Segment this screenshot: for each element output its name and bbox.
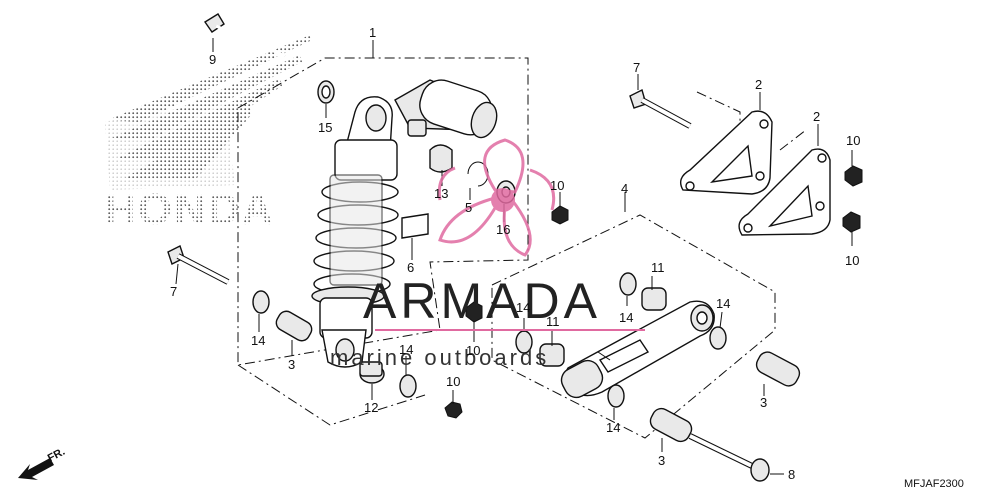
callout-16: 16 — [496, 222, 510, 237]
callout-11-lower: 11 — [546, 314, 560, 329]
callout-9: 9 — [209, 52, 216, 67]
seal-14-shock-left — [252, 290, 270, 314]
callout-1: 1 — [369, 25, 376, 40]
bearing-11-upper — [641, 287, 667, 311]
watermark-brand: ARMADA — [363, 273, 601, 329]
propeller-logo — [437, 138, 556, 257]
nut-10-link — [465, 301, 483, 323]
callout-14-shock-right: 14 — [399, 342, 413, 357]
front-direction-indicator: FR. — [18, 446, 67, 480]
rear-shock-absorber — [311, 79, 498, 368]
callout-5: 5 — [465, 200, 472, 215]
callout-6: 6 — [407, 260, 414, 275]
bracket-2-rear — [680, 110, 773, 195]
linkage-rod-4 — [560, 300, 715, 399]
label-plate-6 — [401, 213, 429, 239]
callout-10-lower-right: 10 — [845, 253, 859, 268]
shock-top-eye — [365, 104, 387, 132]
seal-14-link-top — [619, 272, 637, 296]
callout-10-center: 10 — [550, 178, 564, 193]
callout-14-shock-left: 14 — [251, 333, 265, 348]
seal-14-link-right — [709, 326, 727, 350]
callout-8: 8 — [788, 467, 795, 482]
callout-3-bottom-collar: 3 — [658, 453, 665, 468]
armada-watermark: ARMADA marine outboards — [330, 138, 645, 370]
callout-14-link-bottom: 14 — [606, 420, 620, 435]
callout-10-link: 10 — [466, 343, 480, 358]
callout-13: 13 — [434, 186, 448, 201]
front-direction-label: FR. — [46, 446, 67, 465]
diagram-code: MFJAF2300 — [904, 478, 964, 490]
shock-group-outline-lower — [237, 364, 426, 426]
background-logo: HONDA — [104, 35, 312, 234]
callout-labels: 1 2 2 3 3 3 4 5 6 7 7 8 9 10 10 10 10 10… — [170, 25, 860, 482]
callout-2-rear-bracket: 2 — [755, 77, 762, 92]
callout-3-shock-collar: 3 — [288, 357, 295, 372]
bracket-group-outline — [696, 91, 807, 151]
callout-7-left: 7 — [170, 284, 177, 299]
nut-10-lower-right — [842, 211, 861, 233]
callout-14-link-top: 14 — [619, 310, 633, 325]
bolt-7-left — [167, 245, 230, 285]
callout-11-upper: 11 — [651, 260, 665, 275]
nut-10-upper-right — [844, 165, 863, 187]
callout-12: 12 — [364, 400, 378, 415]
collar-3-link-bottom — [649, 407, 693, 443]
front-arrow-icon — [18, 458, 54, 480]
shock-group-outline — [237, 57, 529, 366]
shock-damper-body — [329, 174, 383, 286]
callout-10-upper-right: 10 — [846, 133, 860, 148]
bolt-8 — [688, 433, 770, 482]
linkage-group-outline — [491, 214, 776, 439]
bolt-7-right — [629, 88, 692, 129]
nut-10-shock-lower — [444, 401, 463, 419]
callout-4: 4 — [621, 181, 628, 196]
background-logo-text: HONDA — [104, 185, 275, 234]
nut-10-center — [551, 205, 569, 225]
callout-10-shock-lower: 10 — [446, 374, 460, 389]
shock-small-parts — [252, 80, 569, 419]
callout-15: 15 — [318, 120, 332, 135]
callout-14-link-left: 14 — [516, 300, 530, 315]
bushing-13 — [429, 144, 453, 173]
shock-bottom-eye — [335, 338, 355, 362]
seal-14-shock-right — [399, 374, 417, 398]
collar-3-link-right — [755, 351, 801, 387]
leader-lines — [175, 38, 853, 475]
callout-14-link-right: 14 — [716, 296, 730, 311]
watermark-tagline: marine outboards — [330, 345, 549, 370]
wing-logo-body — [105, 100, 235, 190]
seal-14-link-bottom — [607, 384, 625, 408]
callout-7-right: 7 — [633, 60, 640, 75]
group-outlines — [237, 57, 807, 439]
reservoir-cap — [470, 101, 498, 139]
brackets-2 — [680, 110, 831, 236]
collar-3-shock — [275, 310, 313, 342]
bolt-9 — [204, 13, 286, 58]
callout-2-front-bracket: 2 — [813, 109, 820, 124]
callout-3-link-collar: 3 — [760, 395, 767, 410]
reservoir-hose-fitting — [407, 119, 427, 137]
shock-upper-body — [334, 139, 398, 181]
